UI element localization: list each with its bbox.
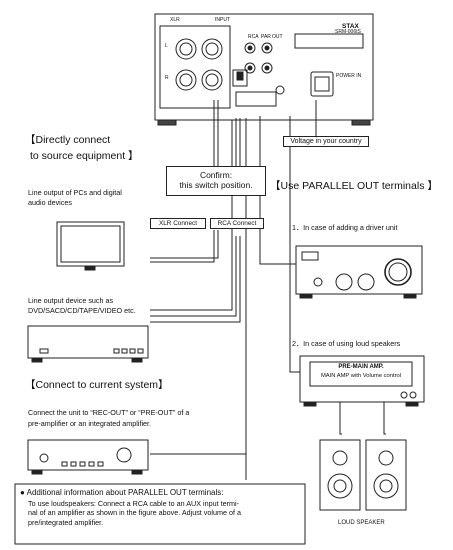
rca-in-l xyxy=(244,42,256,54)
unit-foot-left xyxy=(157,119,177,126)
unit-rear-panel xyxy=(154,13,374,121)
xlr-r-connector xyxy=(175,69,197,91)
case1-text: 1．In case of adding a driver unit xyxy=(292,223,398,232)
pc-text-line1: Line output of PCs and digital xyxy=(28,188,122,197)
parallel-heading: 【Use PARALLEL OUT terminals 】 xyxy=(270,180,438,192)
confirm-line2: this switch position. xyxy=(179,180,253,190)
model-label: SRM-006tS xyxy=(335,29,361,35)
confirm-box: Confirm: this switch position. xyxy=(166,166,266,196)
note-line3: pre/integrated amplifier. xyxy=(28,517,104,527)
case2-text: 2．In case of using loud speakers xyxy=(292,339,401,348)
xlr-l2-connector xyxy=(201,38,223,60)
r-panel-label: R xyxy=(165,75,169,81)
pc-text-line2: audio devices xyxy=(28,198,72,207)
rca-par-r xyxy=(261,62,273,74)
par-panel-label: PAR xyxy=(261,34,271,40)
note-box xyxy=(14,483,306,545)
note-line1: To use loudspeakers: Connect a RCA cable… xyxy=(28,498,239,508)
power-panel-label: POWER IN xyxy=(336,73,362,79)
xlr-l-connector xyxy=(175,38,197,60)
note-line2: nal of an amplifier as shown in the figu… xyxy=(28,508,241,518)
xlr-input-block xyxy=(159,25,231,109)
note-text: ● Additional information about PARALLEL … xyxy=(20,488,302,527)
filled-circle-icon: ● xyxy=(20,488,25,497)
direct-heading-line2: to source equipment 】 xyxy=(30,150,139,162)
amplifier-device xyxy=(27,439,149,471)
pre-main-amp-device xyxy=(299,355,425,403)
model-label-plate xyxy=(294,33,364,49)
xlr-r2-connector xyxy=(201,69,223,91)
rca-in-r xyxy=(244,62,256,74)
warning-label-area xyxy=(235,91,277,107)
xlr-connect-label: XLR Connect xyxy=(150,218,206,229)
input-select-switch xyxy=(232,69,248,87)
amp-text-line2: pre-amplifier or an integrated amplifier… xyxy=(28,419,152,428)
premain-label-line1: PRE-MAIN AMP. xyxy=(338,364,384,370)
out-panel-label: OUT xyxy=(272,34,283,40)
monitor-device xyxy=(56,221,125,267)
brand-label: STAX xyxy=(342,23,359,30)
amp-text-line1: Connect the unit to “REC-OUT” or “PRE-OU… xyxy=(28,408,190,417)
input-panel-label: INPUT xyxy=(215,17,230,23)
ground-terminal xyxy=(275,85,285,95)
voltage-label: Voltage in your country xyxy=(283,136,369,147)
confirm-line1: Confirm: xyxy=(199,170,233,180)
rca-panel-label: RCA xyxy=(248,34,259,40)
rca-par-l xyxy=(261,42,273,54)
cable-to-driver-unit xyxy=(259,116,296,265)
l-panel-label: L xyxy=(165,43,168,49)
loudspeaker-label: LOUD SPEAKER xyxy=(338,520,385,526)
xlr-panel-label: XLR xyxy=(170,17,180,23)
unit-foot-right xyxy=(351,119,371,126)
power-inlet xyxy=(310,71,334,97)
rca-connect-label: RCA Connect xyxy=(210,218,264,229)
dvd-text-line1: Line output device such as xyxy=(28,296,114,305)
current-heading: 【Connect to current system】 xyxy=(25,379,169,391)
premain-label-line2: MAIN AMP with Volume control xyxy=(320,373,402,379)
direct-heading: 【Directly connect xyxy=(25,134,111,146)
dvd-text-line2: DVD/SACD/CD/TAPE/VIDEO etc. xyxy=(28,306,136,315)
note-title: Additional information about PARALLEL OU… xyxy=(26,488,224,497)
cable-to-premain-amp xyxy=(289,116,300,373)
